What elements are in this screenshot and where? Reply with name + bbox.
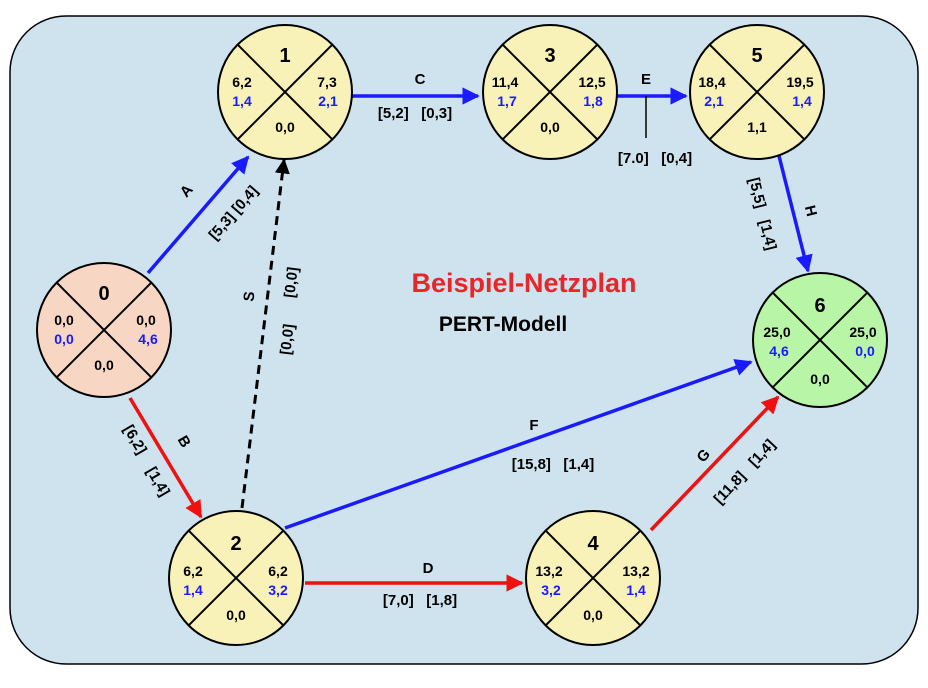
node-5-bottom-left: 2,1 — [704, 93, 724, 109]
edge-B-arrow — [128, 397, 203, 519]
edge-D-label: D — [423, 560, 434, 577]
node-6-bottom-right: 0,0 — [855, 343, 875, 359]
edge-C-label: C — [415, 71, 426, 88]
edge-F: F [15,8] [1,4] — [284, 359, 753, 530]
edge-G-arrow — [649, 395, 780, 532]
node-1-bottom-right: 2,1 — [318, 93, 338, 109]
edge-S-arrow — [240, 158, 290, 509]
edge-C-params: [5,2] [0,3] — [378, 105, 452, 122]
node-1-bottom: 0,0 — [275, 119, 295, 135]
node-6: 6 25,0 4,6 25,0 0,0 0,0 — [752, 272, 888, 408]
node-6-top-left: 25,0 — [763, 324, 790, 340]
node-0-bottom: 0,0 — [94, 357, 114, 373]
node-4-bottom-right: 1,4 — [626, 582, 646, 598]
edge-E-label: E — [641, 71, 651, 88]
edge-F-params: [15,8] [1,4] — [512, 456, 595, 473]
edge-H-label: H — [801, 204, 820, 219]
node-1-id: 1 — [279, 45, 290, 67]
node-6-divider-b — [771, 291, 869, 389]
node-2-bottom-right: 3,2 — [268, 582, 288, 598]
edge-F-label: F — [529, 417, 538, 434]
node-0: 0 0,0 0,0 0,0 4,6 0,0 — [36, 262, 172, 398]
node-2-divider-b — [187, 529, 285, 627]
edge-H-arrow — [776, 151, 813, 273]
diagram-subtitle: PERT-Modell — [439, 313, 567, 336]
node-2-bottom: 0,0 — [226, 607, 246, 623]
node-1-top-right: 7,3 — [317, 74, 337, 90]
node-5-top-left: 18,4 — [698, 74, 725, 90]
node-1-top-left: 6,2 — [232, 74, 252, 90]
node-6-bottom: 0,0 — [810, 371, 830, 387]
node-2-top-right: 6,2 — [268, 563, 288, 579]
diagram-background-panel — [9, 15, 919, 665]
edge-C: C [5,2] [0,3] — [351, 71, 480, 122]
node-4-bottom: 0,0 — [583, 607, 603, 623]
edge-S-params-1: [0,0] — [281, 266, 302, 299]
node-3-id: 3 — [544, 45, 555, 67]
edge-S-label: S — [240, 290, 258, 302]
node-0-bottom-left: 0,0 — [54, 331, 74, 347]
edge-S: S [0,0] [0,0] — [240, 158, 302, 509]
node-1-divider-b — [236, 43, 334, 141]
node-2-id: 2 — [230, 533, 241, 555]
node-3-bottom: 0,0 — [540, 119, 560, 135]
node-4-divider-b — [544, 529, 642, 627]
node-5-bottom: 1,1 — [747, 119, 767, 135]
edge-F-arrow — [284, 359, 753, 530]
node-0-top-right: 0,0 — [136, 312, 156, 328]
node-1-bottom-left: 1,4 — [232, 93, 252, 109]
node-3-bottom-right: 1,8 — [583, 93, 603, 109]
node-5-id: 5 — [751, 45, 762, 67]
node-0-divider-b — [55, 281, 153, 379]
node-3-top-right: 12,5 — [578, 74, 605, 90]
node-6-id: 6 — [814, 295, 825, 317]
node-3: 3 11,4 1,7 12,5 1,8 0,0 — [482, 24, 618, 160]
node-4-bottom-left: 3,2 — [541, 582, 561, 598]
node-4-id: 4 — [587, 533, 599, 555]
node-1: 1 6,2 1,4 7,3 2,1 0,0 — [217, 24, 353, 160]
edge-S-params-2: [0,0] — [277, 323, 298, 356]
node-2-bottom-left: 1,4 — [183, 582, 203, 598]
node-4-top-left: 13,2 — [535, 563, 562, 579]
node-5: 5 18,4 2,1 19,5 1,4 1,1 — [689, 24, 825, 160]
edge-D: D [7,0] [1,8] — [305, 560, 524, 609]
edge-D-params: [7,0] [1,8] — [383, 592, 457, 609]
node-5-top-right: 19,5 — [786, 74, 813, 90]
node-3-bottom-left: 1,7 — [497, 93, 517, 109]
edge-E: E [7.0] [0,4] — [617, 71, 692, 167]
node-2: 2 6,2 1,4 6,2 3,2 0,0 — [168, 510, 304, 646]
node-5-divider-b — [708, 43, 806, 141]
node-0-top-left: 0,0 — [54, 312, 74, 328]
node-4: 4 13,2 3,2 13,2 1,4 0,0 — [525, 510, 661, 646]
node-4-top-right: 13,2 — [622, 563, 649, 579]
node-5-bottom-right: 1,4 — [792, 93, 812, 109]
edge-A-arrow — [146, 155, 250, 275]
node-0-bottom-right: 4,6 — [138, 331, 158, 347]
node-6-top-right: 25,0 — [849, 324, 876, 340]
node-3-top-left: 11,4 — [492, 74, 519, 90]
diagram-title: Beispiel-Netzplan — [411, 268, 636, 298]
node-3-divider-b — [501, 43, 599, 141]
node-0-id: 0 — [98, 283, 109, 305]
edge-E-params: [7.0] [0,4] — [618, 150, 692, 167]
node-6-bottom-left: 4,6 — [769, 343, 789, 359]
node-2-top-left: 6,2 — [183, 563, 203, 579]
